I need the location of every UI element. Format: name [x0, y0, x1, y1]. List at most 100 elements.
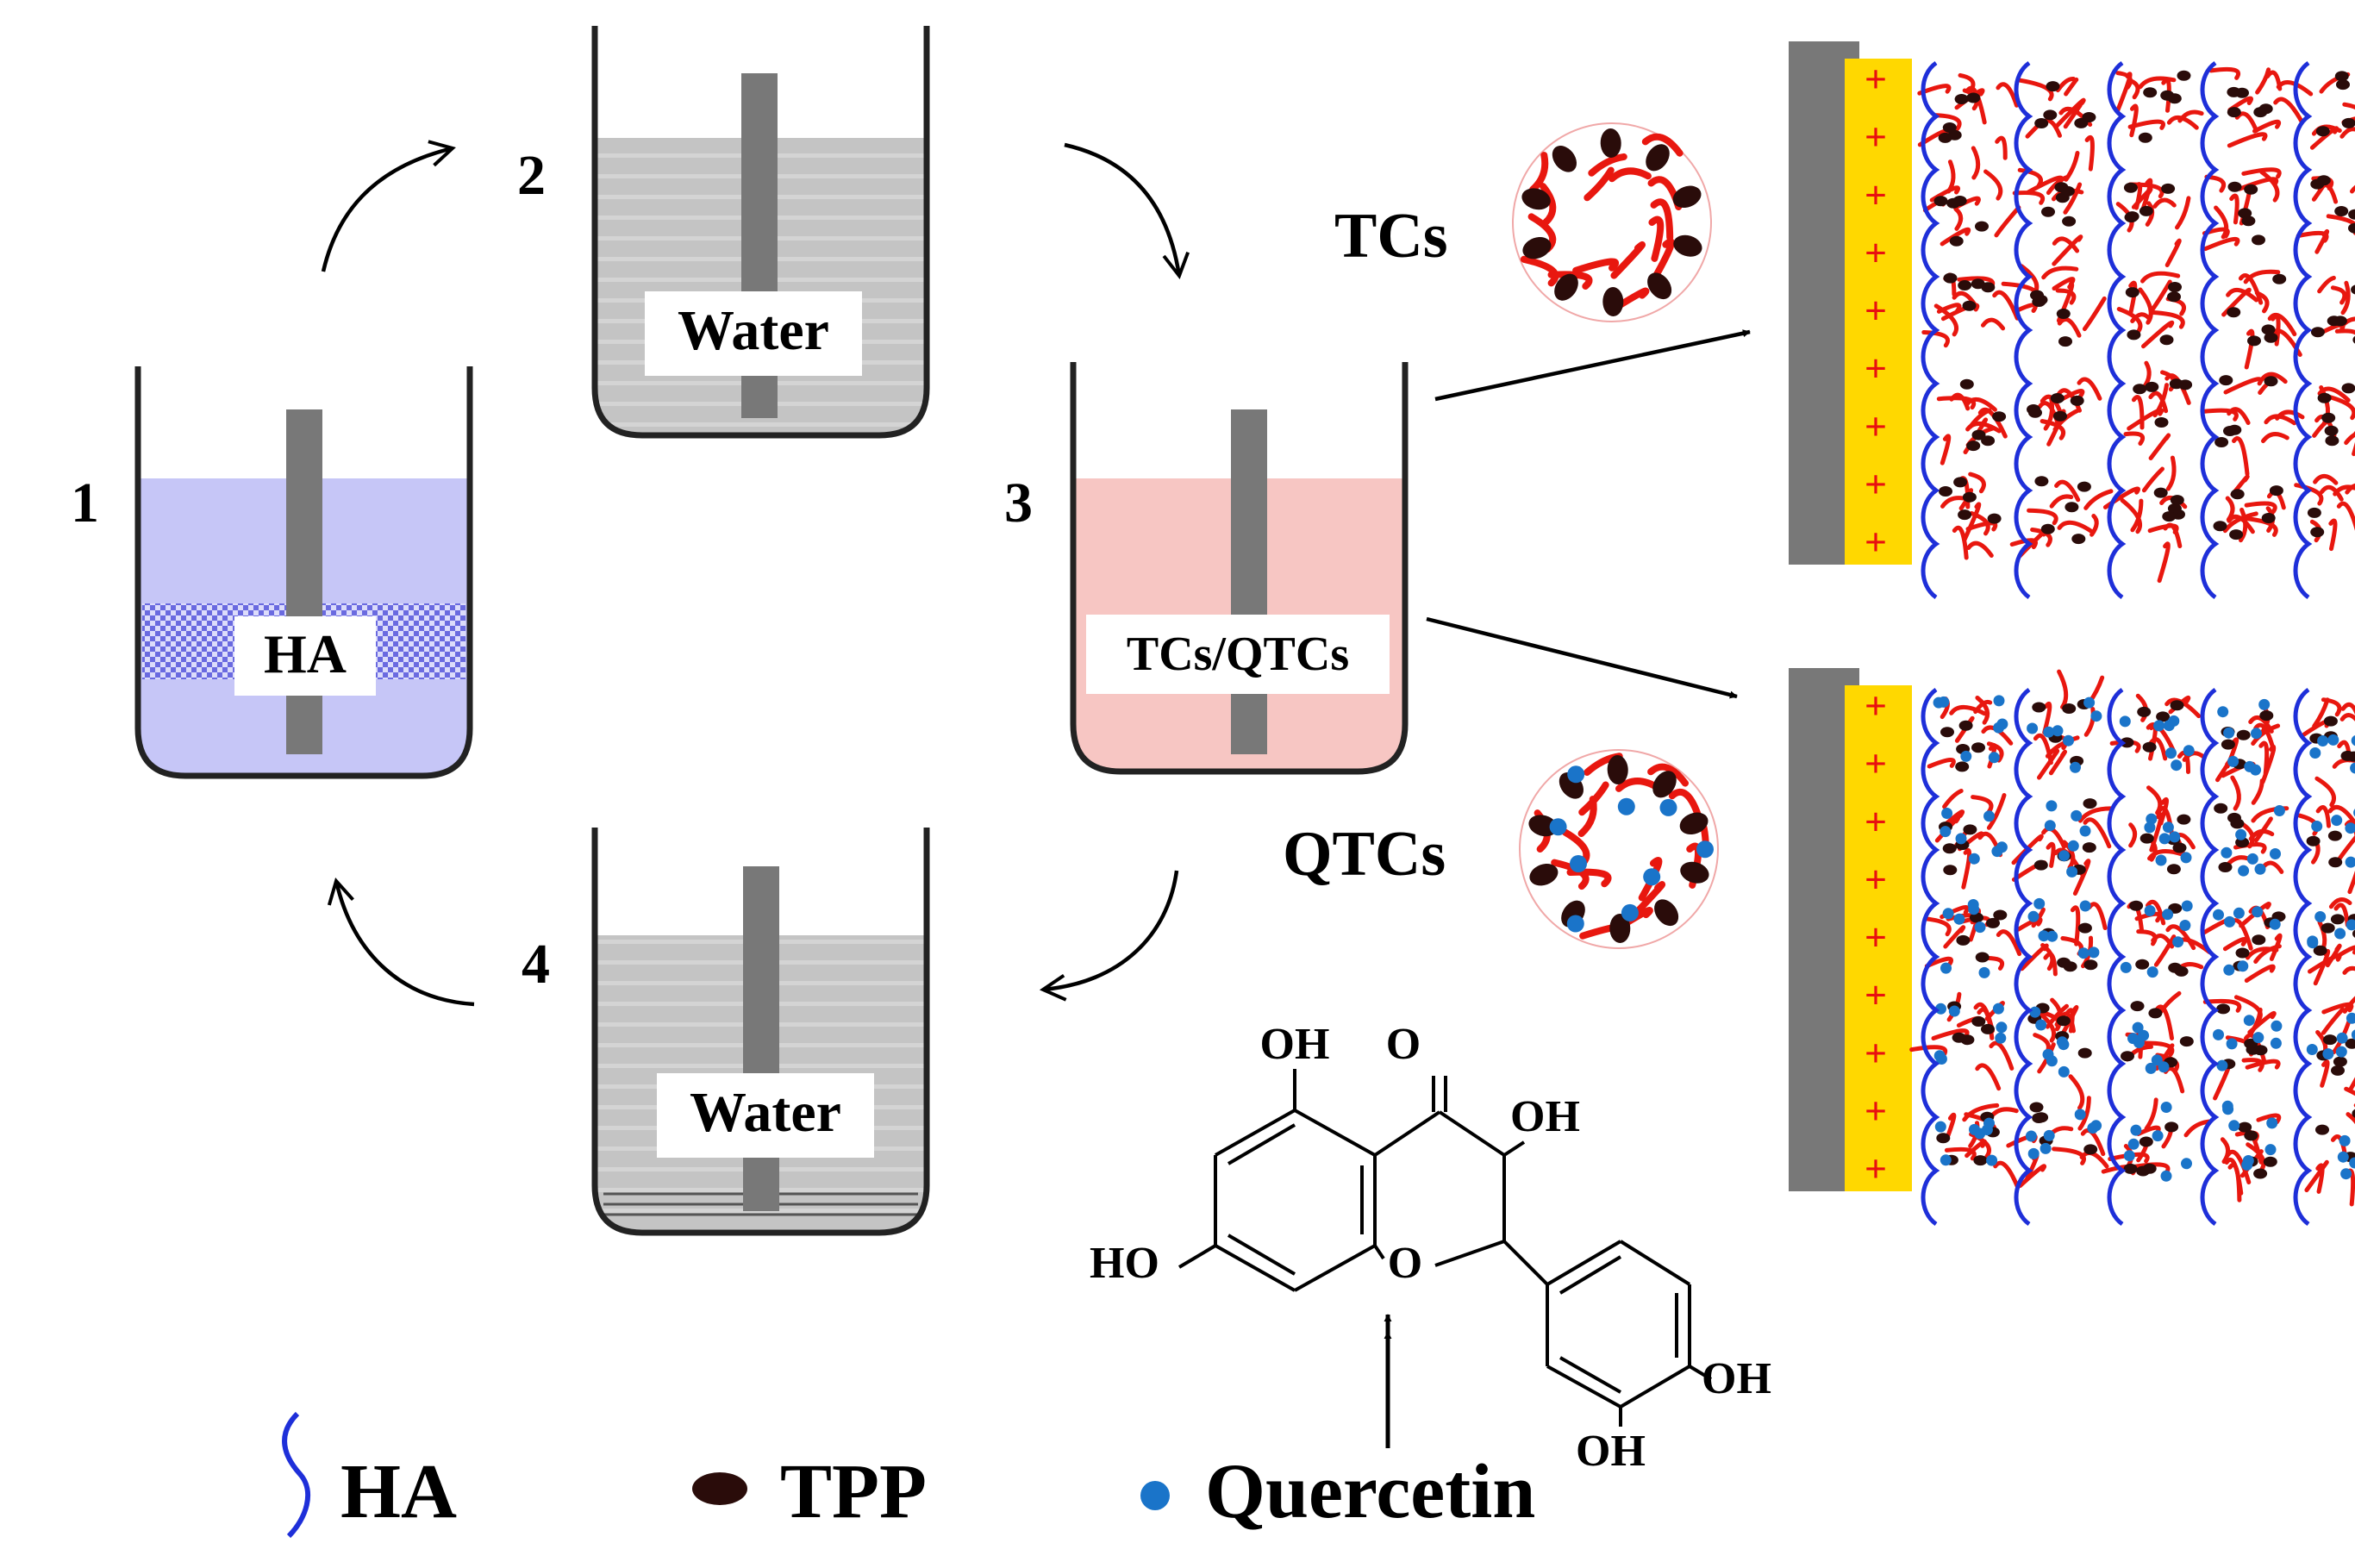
tcs-particle-tpp-dot: [1600, 128, 1621, 158]
qtcs-film-quercetin-dot: [2077, 947, 2090, 959]
qtcs-film-chitosan-strand: [2253, 816, 2273, 843]
qtcs-film-tpp-dot: [1956, 934, 1971, 946]
qtcs-film-tpp-dot: [2172, 842, 2187, 853]
qtcs-film-tpp-dot: [2328, 857, 2343, 868]
tcs-film-chitosan-strand: [1952, 525, 1969, 560]
particle-illustrations: [1512, 122, 1719, 949]
quercetin-bond: [1215, 1109, 1296, 1157]
qtcs-film-tpp-dot: [1936, 1133, 1951, 1144]
qtcs-film-chitosan-strand: [2072, 859, 2091, 896]
qtcs-film-quercetin-dot: [2179, 920, 2191, 931]
qtcs-film-quercetin-dot: [1955, 833, 1967, 845]
qtcs-film-chitosan-strand: [2037, 748, 2060, 780]
qtcs-film-chitosan-strand: [1943, 925, 1966, 949]
tcs-film-chitosan-strand: [1933, 113, 1962, 131]
qtcs-film-quercetin-dot: [2132, 1021, 2144, 1034]
tcs-film-tpp-dot: [2167, 503, 2182, 514]
tcs-film-tpp-dot: [2032, 297, 2046, 307]
beaker-2-wall: [591, 26, 930, 439]
qtcs-film-quercetin-dot: [2155, 854, 2167, 866]
cycle-arrow-2: [1064, 142, 1190, 280]
qtcs-film-tpp-dot: [1958, 720, 1973, 731]
qtcs-film-quercetin-dot: [2162, 821, 2174, 834]
qtcs-film-chitosan-strand: [2253, 722, 2276, 753]
qtcs-film-quercetin-dot: [2044, 820, 2056, 832]
qtcs-film-quercetin-dot: [2027, 910, 2040, 922]
qtcs-film-chitosan-strand: [2138, 1040, 2175, 1057]
tcs-film-tpp-dot: [1971, 278, 1985, 290]
tcs-film-chitosan-strand: [2064, 77, 2079, 97]
qtcs-film-tpp-dot: [2083, 1144, 2098, 1155]
qtcs-film-quercetin-dot: [2270, 848, 2281, 859]
qtcs-film-tpp-dot: [2139, 1136, 2153, 1147]
tcs-film-chitosan-strand: [2350, 184, 2355, 194]
tcs-film-chitosan-strand: [2084, 134, 2095, 172]
tcs-film-chitosan-strand: [2275, 409, 2305, 421]
tcs-film-tpp-dot: [2235, 87, 2249, 98]
tcs-film-chitosan-strand: [2327, 394, 2355, 421]
tcs-film-chitosan-strand: [2041, 265, 2079, 280]
tcs-film-tpp-dot: [2167, 291, 2181, 303]
qtcs-film-quercetin-dot: [2181, 1158, 2192, 1170]
tcs-film-chitosan-strand: [1966, 540, 1994, 558]
qtcs-film-tpp-dot: [1975, 952, 1990, 963]
tcs-film-tpp-dot: [1958, 509, 1972, 521]
tcs-film-chitosan-strand: [1953, 207, 1964, 231]
tcs-film-chitosan-strand: [2127, 78, 2140, 100]
qtcs-film-quercetin-dot: [2213, 909, 2224, 921]
tcs-film-tpp-dot: [2127, 329, 2141, 340]
qtcs-film-quercetin-dot: [2027, 722, 2039, 734]
quercetin-bond: [1227, 1123, 1296, 1165]
tcs-film-chitosan-strand: [2326, 214, 2355, 235]
qtcs-film-quercetin-dot: [1960, 750, 1972, 762]
legend-ha-wave-icon: [282, 1411, 310, 1539]
tcs-film-chitosan-strand: [2141, 320, 2175, 349]
qtcs-film-chitosan-strand: [2304, 1159, 2329, 1193]
qtcs-film-chitosan-strand: [2321, 697, 2342, 717]
qtcs-film-tpp-dot: [2259, 710, 2274, 722]
tcs-film-chitosan-strand: [2261, 432, 2289, 444]
qtcs-film-plus-sign: +: [1865, 1089, 1887, 1133]
qtcs-film-quercetin-dot: [2056, 1036, 2068, 1048]
quercetin-bond: [1215, 1244, 1296, 1292]
tcs-film-chitosan-strand: [2330, 285, 2347, 305]
qtcs-film-tpp-dot: [2252, 934, 2266, 946]
qtcs-film-quercetin-dot: [2345, 822, 2355, 834]
qtcs-film-quercetin-dot: [2035, 1019, 2047, 1031]
beaker-1-label: HA: [264, 623, 347, 684]
tcs-film-chitosan-strand: [2317, 275, 2336, 294]
tcs-film-chitosan-strand: [2232, 436, 2250, 477]
qtcs-film-chitosan-strand: [2109, 740, 2141, 753]
qtcs-film-tpp-dot: [2345, 1038, 2355, 1049]
qtcs-film-quercetin-dot: [2340, 1168, 2352, 1180]
tcs-particle-chitosan-strand: [1529, 152, 1549, 193]
tcs-film-chitosan-strand: [2259, 372, 2288, 384]
qtcs-film-quercetin-dot: [2160, 1170, 2172, 1182]
tcs-particle-chitosan-strand: [1650, 198, 1674, 241]
qtcs-film-tpp-dot: [2083, 959, 2098, 971]
quercetin-bond: [1373, 1244, 1385, 1260]
tcs-film-tpp-dot: [2153, 487, 2168, 498]
qtcs-film-chitosan-strand: [1927, 758, 1956, 769]
qtcs-particle-chitosan-strand: [1630, 881, 1665, 919]
qtcs-film-quercetin-dot: [2314, 911, 2327, 922]
qtcs-film-chitosan-strand: [2144, 1097, 2158, 1131]
tcs-film-tpp-dot: [2261, 513, 2276, 523]
qtcs-film-quercetin-dot: [2127, 1033, 2139, 1045]
qtcs-film-quercetin-dot: [2216, 1059, 2228, 1071]
tcs-film-chitosan-strand: [1981, 317, 2006, 331]
qtcs-film-chitosan-strand: [2244, 964, 2276, 983]
qtcs-film-quercetin-dot: [1940, 1154, 1952, 1166]
qtcs-film-chitosan-strand: [1989, 1040, 2015, 1071]
quercetin-bond: [1546, 1240, 1622, 1286]
qtcs-film-quercetin-dot: [2120, 961, 2132, 973]
tcs-film-tpp-dot: [2253, 107, 2268, 118]
qtcs-film-tpp-dot: [2323, 715, 2338, 727]
qtcs-film-tpp-dot: [2352, 1109, 2355, 1118]
tcs-film-tpp-dot: [1966, 92, 1981, 103]
atom-label-ho-7: HO: [1090, 1239, 1159, 1288]
qtcs-film-quercetin-dot: [2146, 966, 2158, 978]
qtcs-film-chitosan-strand: [2251, 778, 2264, 805]
qtcs-film-chitosan-strand: [2048, 749, 2067, 776]
qtcs-film-chitosan-strand: [2327, 804, 2355, 826]
